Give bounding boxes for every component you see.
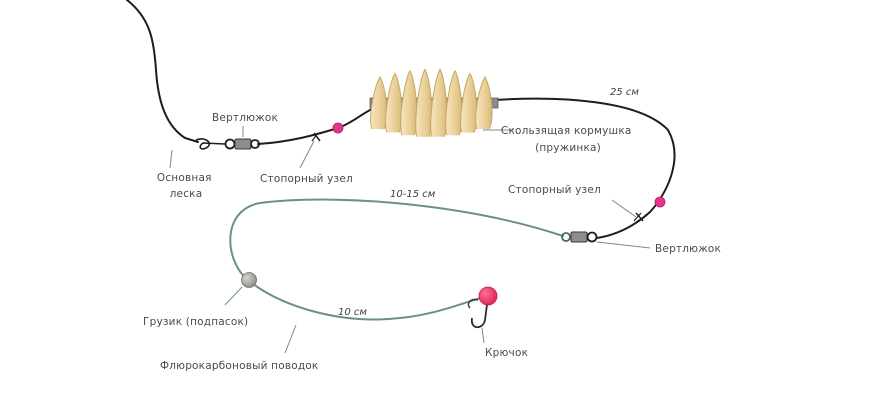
swivel-right-barrel: [570, 231, 588, 243]
label-main-line: Основная леска: [157, 172, 215, 200]
hook-shank: [467, 298, 479, 309]
bead-top: [332, 122, 344, 134]
feeder-spring-coil: [385, 72, 403, 133]
main-line-loop: [195, 138, 226, 150]
leader-stop-knot-top: [299, 140, 315, 169]
leader-hook: [481, 327, 485, 344]
label-sinker: Грузик (подпасок): [143, 316, 248, 328]
label-length-10: 10 см: [338, 307, 367, 318]
leader-stop-knot-right: [611, 199, 637, 218]
hook-bend: [471, 296, 489, 329]
hook: [467, 286, 498, 329]
label-feeder-2: (пружинка): [535, 142, 601, 154]
label-feeder-1: Скользящая кормушка: [501, 125, 632, 137]
leader-main-line: [169, 149, 173, 169]
feeder-spring-coil: [460, 72, 478, 133]
label-stop-knot-top: Стопорный узел: [260, 173, 353, 185]
swivel-right: [561, 231, 598, 243]
label-stop-knot-right: Стопорный узел: [508, 184, 601, 196]
swivel-right-ring-left: [561, 232, 571, 242]
label-length-10-15: 10-15 см: [390, 189, 436, 200]
leader-swivel-right: [596, 241, 651, 249]
swivel-right-ring-right: [586, 231, 598, 243]
label-main-line-2: леска: [170, 188, 203, 200]
sliding-feeder-spring: [369, 68, 499, 138]
sinker-shot: [241, 272, 257, 288]
label-swivel-right: Вертлюжок: [655, 243, 721, 255]
swivel-top-ring-right: [250, 139, 260, 149]
fluoro-leader-line: [229, 198, 564, 321]
stop-knot-right: [633, 212, 644, 222]
label-swivel-top: Вертлюжок: [212, 112, 278, 124]
stop-knot-top: [311, 132, 321, 142]
swivel-top-barrel: [234, 138, 252, 150]
feeder-spring-coil: [430, 68, 448, 138]
feeder-spring-coil: [370, 76, 388, 130]
label-fluoro-leader: Флюрокарбоновый поводок: [160, 360, 318, 372]
main-line-through-feeder: [257, 97, 676, 239]
bead-right: [654, 196, 666, 208]
feeder-spring-coil: [445, 69, 463, 136]
leader-sinker: [224, 286, 243, 306]
feeder-spring-coil: [475, 76, 493, 130]
label-hook: Крючок: [485, 347, 528, 359]
swivel-top: [224, 138, 260, 150]
leader-fluoro: [284, 324, 297, 354]
label-feeder: Скользящая кормушка (пружинка): [501, 125, 635, 154]
feeder-spring-coil: [415, 68, 433, 138]
main-line-upper: [126, 0, 199, 143]
hook-bait-ball: [478, 286, 498, 306]
feeder-spring-coil: [400, 69, 418, 136]
label-length-25: 25 см: [610, 87, 639, 98]
label-main-line-1: Основная: [157, 172, 212, 184]
swivel-top-ring-left: [224, 138, 236, 150]
